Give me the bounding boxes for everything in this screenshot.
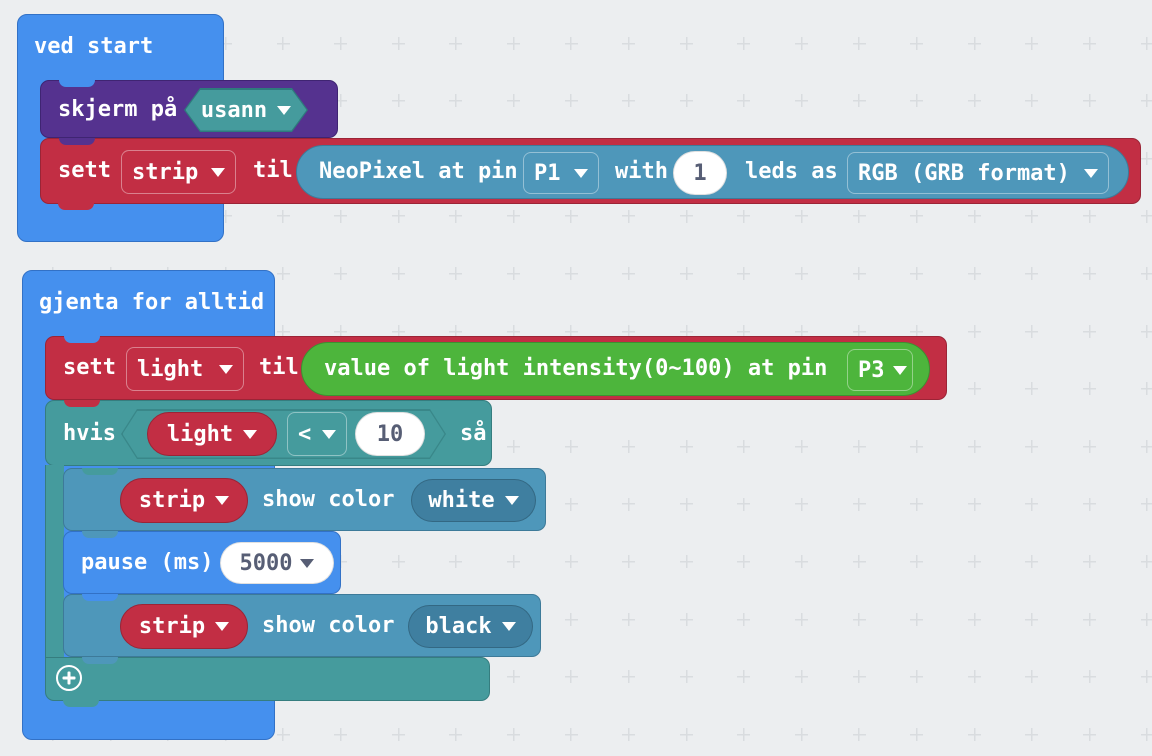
chevron-down-icon <box>243 429 258 439</box>
comparison-value-input[interactable]: 10 <box>355 412 425 456</box>
light-variable-value: light <box>137 356 204 382</box>
chevron-down-icon <box>1084 168 1098 178</box>
if-condition-slot: light < 10 <box>121 409 446 459</box>
tab <box>63 700 99 707</box>
pause-duration-value: 5000 <box>239 550 293 576</box>
to-keyword: til <box>259 355 299 380</box>
expand-if-plus-icon[interactable] <box>56 665 82 691</box>
on-start-label: ved start <box>34 34 154 59</box>
with-label: with <box>615 159 668 184</box>
condition-variable-value: light <box>166 421 234 447</box>
notch <box>82 594 118 601</box>
if-left-arm <box>45 465 64 658</box>
block-neopixel-create[interactable]: NeoPixel at pin P1 with 1 leds as RGB (G… <box>296 145 1129 199</box>
block-pause[interactable]: pause (ms) 5000 <box>63 531 341 594</box>
strip-variable-dropdown[interactable]: strip <box>120 604 248 649</box>
notch <box>82 531 118 538</box>
tab <box>58 203 94 210</box>
chevron-down-icon <box>322 429 336 439</box>
leds-as-label: leds as <box>745 159 838 184</box>
strip-variable-value: strip <box>138 614 206 639</box>
set-keyword: sett <box>58 158 111 183</box>
chevron-down-icon <box>215 496 230 505</box>
condition-variable-dropdown[interactable]: light <box>147 412 277 456</box>
block-set-strip[interactable]: sett strip til NeoPixel at pin P1 with 1… <box>40 138 1141 204</box>
strip-variable-dropdown[interactable]: strip <box>120 478 248 523</box>
pause-duration-dropdown[interactable]: 5000 <box>220 542 334 584</box>
neopixel-at-pin-label: NeoPixel at pin <box>319 159 518 184</box>
light-variable-dropdown[interactable]: light <box>126 347 244 391</box>
chevron-down-icon <box>215 622 230 631</box>
show-color-label: show color <box>262 487 395 512</box>
screen-on-value: usann <box>200 97 268 123</box>
neopixel-format-dropdown[interactable]: RGB (GRB format) <box>847 152 1109 194</box>
block-strip-show-white[interactable]: strip show color white <box>63 468 546 531</box>
color-dropdown[interactable]: black <box>408 605 533 648</box>
set-keyword: sett <box>63 355 116 380</box>
block-screen-on[interactable]: skjerm på usann <box>40 80 338 138</box>
chevron-down-icon <box>892 365 907 375</box>
pause-label: pause (ms) <box>81 550 214 575</box>
chevron-down-icon <box>277 106 291 115</box>
neopixel-led-count-input[interactable]: 1 <box>673 151 727 195</box>
notch <box>59 80 95 87</box>
comparison-value: 10 <box>376 421 404 447</box>
chevron-down-icon <box>504 496 519 505</box>
block-if-bottom[interactable] <box>45 657 490 701</box>
to-keyword: til <box>253 158 293 183</box>
neopixel-pin-value: P1 <box>534 160 561 186</box>
screen-on-label: skjerm på <box>58 97 178 122</box>
strip-variable-value: strip <box>132 159 199 185</box>
block-if-top[interactable]: hvis light < 10 så <box>45 400 492 466</box>
chevron-down-icon <box>574 168 588 178</box>
notch <box>59 138 95 145</box>
chevron-down-icon <box>300 558 315 568</box>
chevron-down-icon <box>211 167 225 177</box>
block-strip-show-black[interactable]: strip show color black <box>63 594 541 657</box>
comparison-operator-value: < <box>298 421 312 447</box>
chevron-down-icon <box>219 364 233 374</box>
then-keyword: så <box>460 421 487 446</box>
neopixel-led-count-value: 1 <box>693 160 707 186</box>
block-light-intensity[interactable]: value of light intensity(0~100) at pin P… <box>301 342 930 396</box>
strip-variable-dropdown[interactable]: strip <box>121 150 236 194</box>
notch <box>82 468 118 475</box>
light-intensity-label: value of light intensity(0~100) at pin <box>324 356 828 381</box>
strip-variable-value: strip <box>138 488 206 513</box>
comparison-operator-dropdown[interactable]: < <box>287 412 347 456</box>
notch <box>82 657 118 664</box>
neopixel-pin-dropdown[interactable]: P1 <box>523 152 599 194</box>
chevron-down-icon <box>501 622 516 631</box>
notch <box>64 336 100 343</box>
color-value: black <box>425 614 492 639</box>
forever-label: gjenta for alltid <box>39 290 265 315</box>
block-set-light[interactable]: sett light til value of light intensity(… <box>45 336 947 400</box>
neopixel-format-value: RGB (GRB format) <box>858 160 1070 186</box>
if-keyword: hvis <box>63 421 116 446</box>
light-pin-dropdown[interactable]: P3 <box>847 349 913 391</box>
screen-on-value-dropdown[interactable]: usann <box>184 88 308 132</box>
color-dropdown[interactable]: white <box>411 479 536 522</box>
notch <box>64 400 100 407</box>
color-value: white <box>428 488 495 513</box>
light-pin-value: P3 <box>858 357 885 383</box>
show-color-label: show color <box>262 613 395 638</box>
